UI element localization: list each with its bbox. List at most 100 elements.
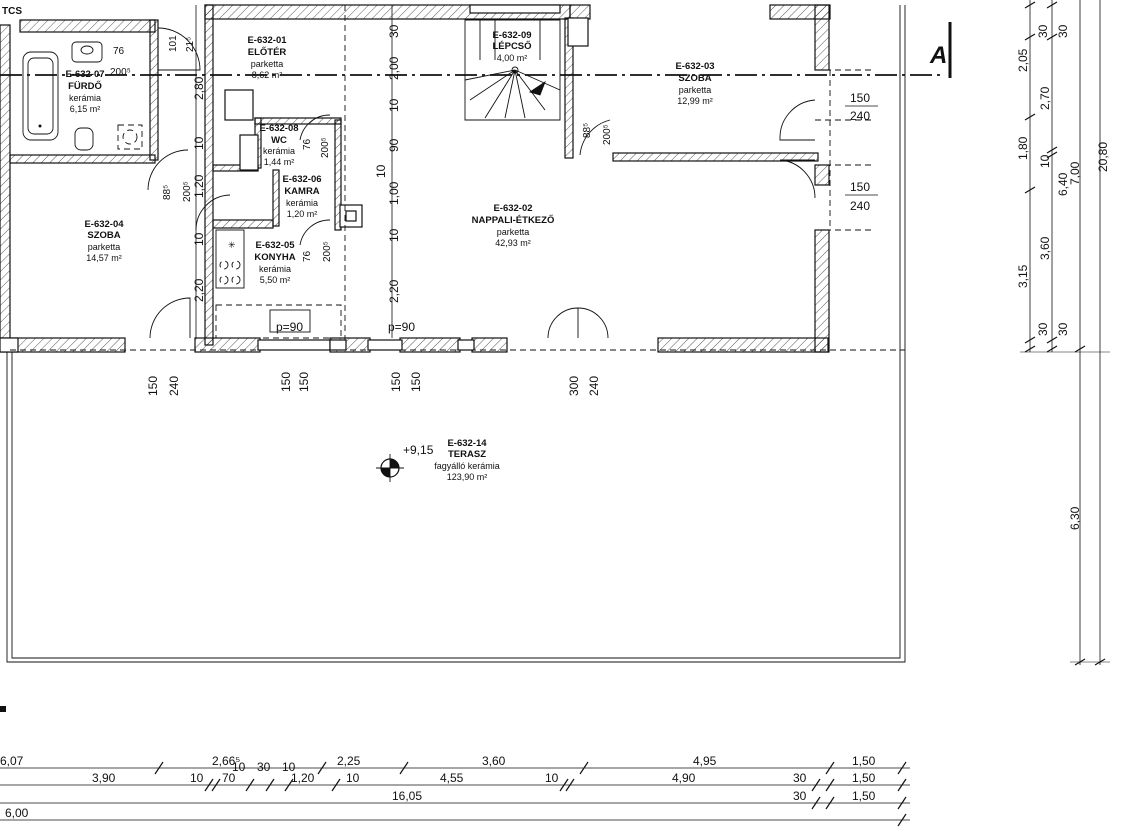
room-floor: kerámia (259, 264, 291, 274)
door-height: 21⁵ (185, 37, 196, 52)
dim-value: 10 (190, 771, 204, 785)
room-name: KONYHA (254, 252, 295, 263)
room-area: 12,99 m² (677, 96, 713, 106)
room-code: E-632-01 (247, 35, 287, 46)
window-width: 150 (389, 372, 403, 392)
room-code: E-632-07 (65, 69, 104, 80)
dim-value: 2,05 (1016, 48, 1030, 72)
room-floor: kerámia (263, 146, 295, 156)
dim-value: 1,80 (1016, 136, 1030, 160)
door-height: 76 (302, 250, 313, 262)
window-width: 150 (279, 372, 293, 392)
room-area: 5,50 m² (260, 275, 291, 285)
window-width: 150 (850, 180, 870, 194)
dim-value: 4,95 (693, 754, 717, 768)
terrace-level: +9,15 (403, 443, 434, 457)
dim-value: 3,15 (1016, 264, 1030, 288)
dim-value: 10 (1038, 154, 1052, 168)
room-name: LÉPCSŐ (492, 40, 531, 52)
room-name: WC (271, 135, 287, 146)
door-height: 200⁵ (110, 67, 131, 78)
window-height: 240 (167, 376, 181, 396)
dim-value: 3,60 (482, 754, 506, 768)
exterior-walls (0, 4, 831, 353)
room-name: FÜRDŐ (68, 80, 102, 92)
room-name: SZOBA (678, 73, 711, 84)
dim-value: 3,60 (1038, 236, 1052, 260)
section-label: A (929, 42, 947, 69)
room-labels: E-632-01 ELŐTÉR parketta 8,62 m² E-632-0… (65, 30, 714, 482)
room-area: 1,44 m² (264, 157, 295, 167)
room-floor: fagyálló kerámia (434, 461, 500, 471)
bathroom-fixtures (22, 41, 143, 151)
dim-value: 20,80 (1096, 142, 1110, 172)
room-name: KAMRA (284, 186, 319, 197)
door-height: 101 (168, 35, 179, 52)
room-code: E-632-14 (447, 438, 487, 449)
window-height: 240 (850, 199, 870, 213)
room-code: E-632-08 (259, 123, 298, 134)
dim-value: 10 (192, 136, 206, 150)
room-area: 4,00 m² (497, 53, 528, 63)
dim-value: 1,50 (852, 771, 876, 785)
room-area: 14,57 m² (86, 253, 122, 263)
dim-value: 10 (374, 164, 388, 178)
window-width: 300 (567, 376, 581, 396)
kitchen-fixtures: ✳ (215, 229, 342, 339)
room-floor: parketta (679, 85, 712, 95)
terrace-outline (6, 5, 906, 663)
dim-value: 30 (793, 789, 807, 803)
dim-value: 6,30 (1068, 506, 1082, 530)
bottom-dimension-lines (0, 761, 910, 827)
dim-value: 10 (545, 771, 559, 785)
door-height: 200⁵ (182, 181, 193, 202)
room-name: NAPPALI-ÉTKEZŐ (472, 214, 555, 226)
room-code: E-632-03 (675, 61, 714, 72)
misc-labels: A TCS +9,15 p=90 p=90 (2, 6, 947, 457)
dim-value: 90 (387, 138, 401, 152)
door-height: 88⁵ (582, 123, 593, 138)
room-floor: kerámia (69, 93, 101, 103)
room-name: ELŐTÉR (248, 46, 287, 58)
dim-value: 2,70 (1038, 86, 1052, 110)
room-area: 8,62 m² (252, 70, 283, 80)
dim-value: 2,20 (387, 279, 401, 303)
dim-value: 30 (1036, 322, 1050, 336)
dim-value: 1,20 (192, 174, 206, 198)
dim-value: 4,90 (672, 771, 696, 785)
door-height: 200⁵ (602, 124, 613, 145)
room-name: TERASZ (448, 449, 486, 460)
room-area: 42,93 m² (495, 238, 531, 248)
dim-value: 30 (1036, 24, 1050, 38)
dim-value: 30 (387, 24, 401, 38)
dim-value: 30 (1056, 24, 1070, 38)
dim-value: 1,50 (852, 789, 876, 803)
dim-value: 2,25 (337, 754, 361, 768)
dim-value: 6,07 (0, 754, 24, 768)
window-height: 240 (850, 109, 870, 123)
dim-value: 2,80 (192, 76, 206, 100)
svg-text:✳: ✳ (228, 240, 236, 250)
window-height: 150 (297, 372, 311, 392)
door-height: 200⁵ (322, 241, 333, 262)
parapet-label: p=90 (388, 320, 415, 334)
room-floor: kerámia (286, 198, 318, 208)
dim-value: 2,00 (387, 56, 401, 80)
door-height: 200⁵ (320, 137, 331, 158)
right-dim-text: 30 30 2,05 2,70 1,80 10 6,40 7,00 20,80 … (1016, 24, 1110, 530)
right-dimension-lines (1020, 0, 1110, 666)
dim-value: 1,20 (291, 771, 315, 785)
dim-value: 7,00 (1068, 161, 1082, 185)
dim-value: 10 (387, 98, 401, 112)
interior-walls (9, 4, 819, 346)
door-height: 76 (113, 46, 125, 57)
room-code: E-632-02 (493, 203, 532, 214)
window-size-labels: 150 240 150 240 150 240 150 150 150 150 … (146, 91, 878, 396)
inner-vertical-dims: 30 2,00 10 90 1,00 10 2,20 2,80 10 1,20 … (192, 5, 401, 338)
room-area: 123,90 m² (447, 472, 488, 482)
dim-value: 3,90 (92, 771, 116, 785)
window-width: 150 (850, 91, 870, 105)
dim-value: 10 (346, 771, 360, 785)
